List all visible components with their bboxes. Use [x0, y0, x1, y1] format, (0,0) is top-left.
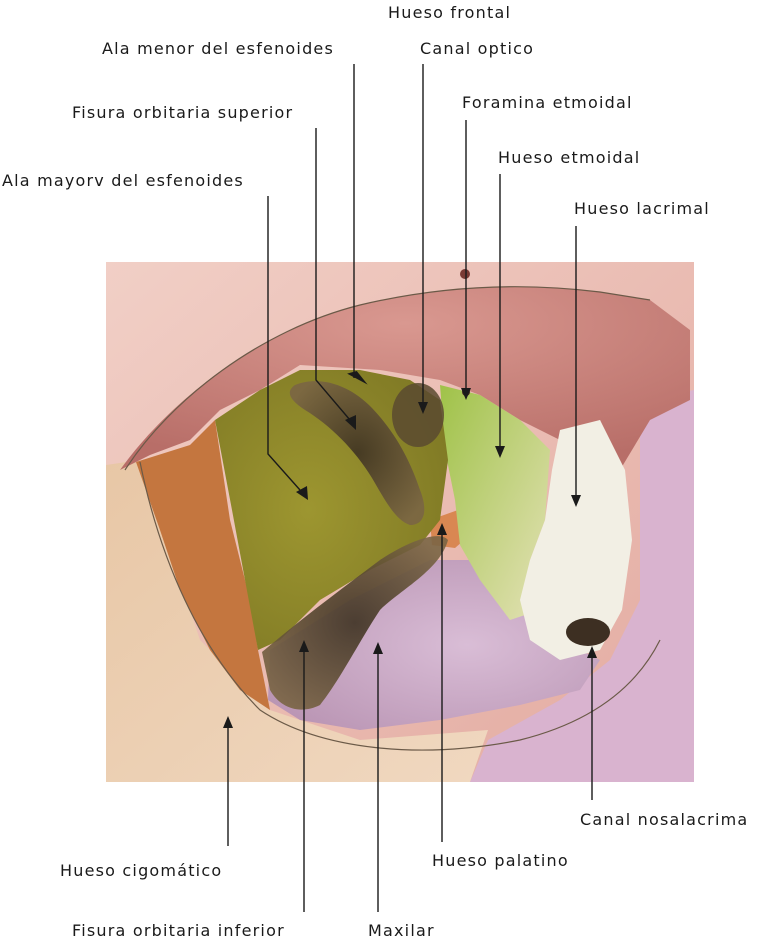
label-hueso-etmoidal: Hueso etmoidal — [498, 148, 640, 167]
label-fisura-inferior: Fisura orbitaria inferior — [72, 921, 285, 940]
optic-canal — [392, 383, 444, 447]
zygomatic-bone — [136, 420, 270, 710]
label-hueso-cigomatico: Hueso cigomático — [60, 861, 222, 880]
superior-fissure — [289, 381, 425, 525]
supraorbital-foramen — [460, 269, 470, 279]
label-hueso-frontal: Hueso frontal — [388, 3, 511, 22]
label-hueso-palatino: Hueso palatino — [432, 851, 569, 870]
cheek-region — [106, 460, 488, 782]
orbit-rim-lower — [139, 461, 661, 751]
nasolacrimal-canal — [566, 618, 610, 646]
ethmoid-bone — [440, 385, 550, 620]
lacrimal-bone — [520, 420, 632, 660]
label-maxilar: Maxilar — [368, 921, 435, 940]
inferior-fissure — [262, 536, 448, 710]
label-canal-nasolacrimal: Canal nosalacrima — [580, 810, 748, 829]
label-foramina-etmoidal: Foramina etmoidal — [462, 93, 633, 112]
label-ala-mayor: Ala mayorv del esfenoides — [2, 171, 244, 190]
label-hueso-lacrimal: Hueso lacrimal — [574, 199, 710, 218]
leader-lines — [223, 64, 597, 912]
label-fisura-superior: Fisura orbitaria superior — [72, 103, 293, 122]
orbit-rim — [124, 286, 651, 471]
orbit-illustration — [106, 262, 694, 782]
label-ala-menor: Ala menor del esfenoides — [102, 39, 334, 58]
label-canal-optico: Canal optico — [420, 39, 534, 58]
frontal-bone — [120, 286, 690, 470]
nasal-region — [470, 390, 694, 782]
